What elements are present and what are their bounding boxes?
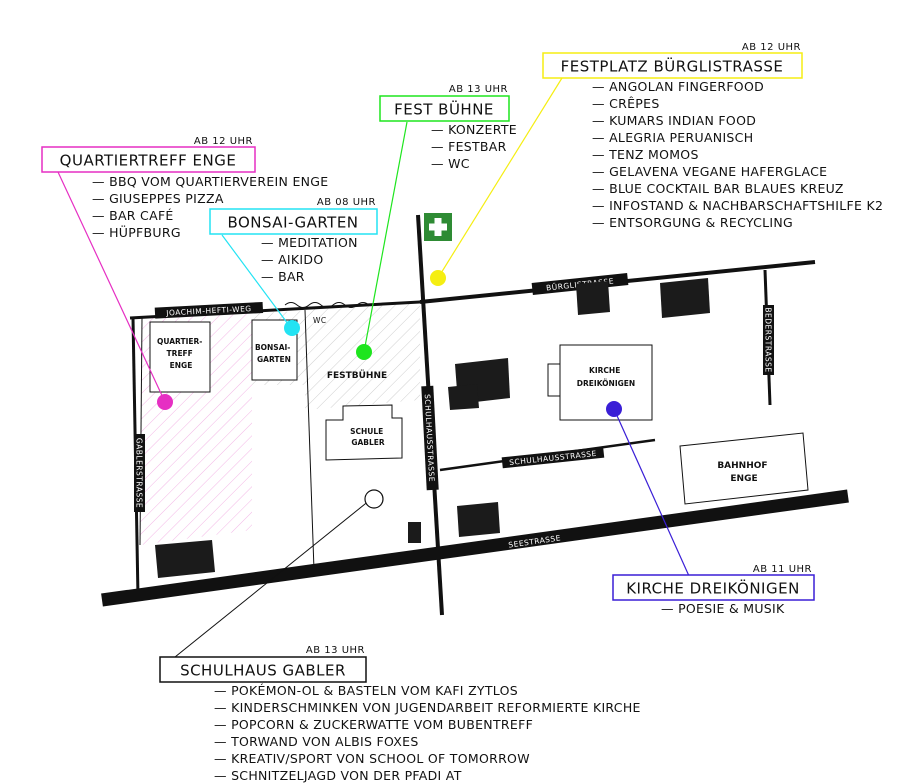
dark-building — [155, 540, 215, 578]
building-label-kirche: KIRCHE DREIKÖNIGEN — [577, 366, 635, 388]
label-box-kirche — [612, 574, 815, 601]
svg-text:SCHULHAUSSTRASSE: SCHULHAUSSTRASSE — [509, 449, 597, 467]
dark-building — [448, 384, 479, 410]
list-festplatz: — ANGOLAN FINGERFOOD — CRÊPES — KUMARS I… — [592, 79, 887, 230]
label-box-schulhaus — [159, 656, 367, 683]
label-box-bonsai — [209, 208, 378, 235]
seestrasse-road — [101, 489, 849, 607]
list-quartiertreff: — BBQ VOM QUARTIERVEREIN ENGE — GIUSEPPE… — [92, 174, 333, 240]
street-label-beder: BEDERSTRASSE — [763, 305, 774, 375]
wc-label: WC — [313, 316, 327, 325]
street-label-schulhaus-vertical: SCHULHAUSSTRASSE — [421, 385, 439, 491]
label-box-festbuehne — [379, 95, 510, 122]
time-quartiertreff: AB 12 UHR — [194, 136, 253, 147]
list-bonsai: — MEDITATION — AIKIDO — BAR — [261, 235, 362, 284]
street-label-schulhaus-horizontal: SCHULHAUSSTRASSE — [501, 446, 605, 469]
time-bonsai: AB 08 UHR — [317, 197, 376, 208]
time-schulhaus: AB 13 UHR — [306, 645, 365, 656]
building-kirche-annex — [547, 363, 561, 397]
label-festplatz: FESTPLATZ BÜRGLISTRASSE — [561, 57, 784, 76]
time-kirche: AB 11 UHR — [753, 564, 812, 575]
label-box-festplatz — [542, 52, 803, 79]
list-kirche: — POESIE & MUSIK — [661, 601, 785, 616]
street-label-gabler: GABLERSTRASSE — [134, 434, 145, 512]
dark-building — [408, 522, 421, 543]
label-festbuehne: FEST BÜHNE — [394, 100, 494, 119]
street-label-joachim: JOACHIM-HEFTI-WEG — [154, 301, 264, 319]
marker-schulhaus[interactable] — [364, 489, 384, 509]
leader-line-festplatz — [437, 77, 563, 279]
label-schulhaus: SCHULHAUS GABLER — [180, 662, 346, 680]
building-schule — [325, 404, 403, 461]
time-festbuehne: AB 13 UHR — [449, 84, 508, 95]
leader-line-quartiertreff — [57, 171, 166, 403]
marker-festbuehne[interactable] — [356, 344, 372, 360]
building-label-schule: SCHULE GABLER — [350, 427, 386, 447]
building-label-quartiertreff: QUARTIER- TREFF ENGE — [157, 337, 205, 370]
dark-building — [457, 502, 500, 537]
marker-festplatz[interactable] — [430, 270, 446, 286]
building-label-festbuehne: FESTBÜHNE — [327, 370, 387, 381]
dark-building — [660, 278, 710, 318]
marker-quartiertreff[interactable] — [157, 394, 173, 410]
first-aid-icon — [424, 213, 452, 241]
leader-line-bonsai — [221, 234, 292, 329]
list-schulhaus: — POKÉMON-OL & BASTELN VOM KAFI ZYTLOS —… — [214, 683, 645, 783]
building-kirche — [559, 344, 653, 421]
marker-kirche[interactable] — [606, 401, 622, 417]
label-quartiertreff: QUARTIERTREFF ENGE — [60, 152, 237, 170]
time-festplatz: AB 12 UHR — [742, 42, 801, 53]
svg-text:GABLERSTRASSE: GABLERSTRASSE — [135, 438, 144, 508]
building-quartiertreff — [149, 321, 211, 393]
building-label-bahnhof: BAHNHOF ENGE — [717, 461, 770, 484]
dark-building — [576, 281, 610, 315]
label-bonsai: BONSAI-GARTEN — [227, 214, 358, 232]
leader-line-schulhaus — [174, 499, 371, 658]
svg-text:BEDERSTRASSE: BEDERSTRASSE — [764, 307, 773, 372]
divider-line — [304, 309, 315, 571]
list-festbuehne: — KONZERTE — FESTBAR — WC — [431, 122, 521, 171]
label-kirche: KIRCHE DREIKÖNIGEN — [626, 579, 800, 598]
marker-bonsai[interactable] — [284, 320, 300, 336]
leader-line-kirche — [613, 408, 690, 577]
building-bahnhof — [679, 432, 809, 505]
leader-line-festbuehne — [363, 121, 408, 353]
label-box-quartiertreff — [41, 146, 256, 173]
building-label-bonsai: BONSAI- GARTEN — [255, 343, 293, 364]
